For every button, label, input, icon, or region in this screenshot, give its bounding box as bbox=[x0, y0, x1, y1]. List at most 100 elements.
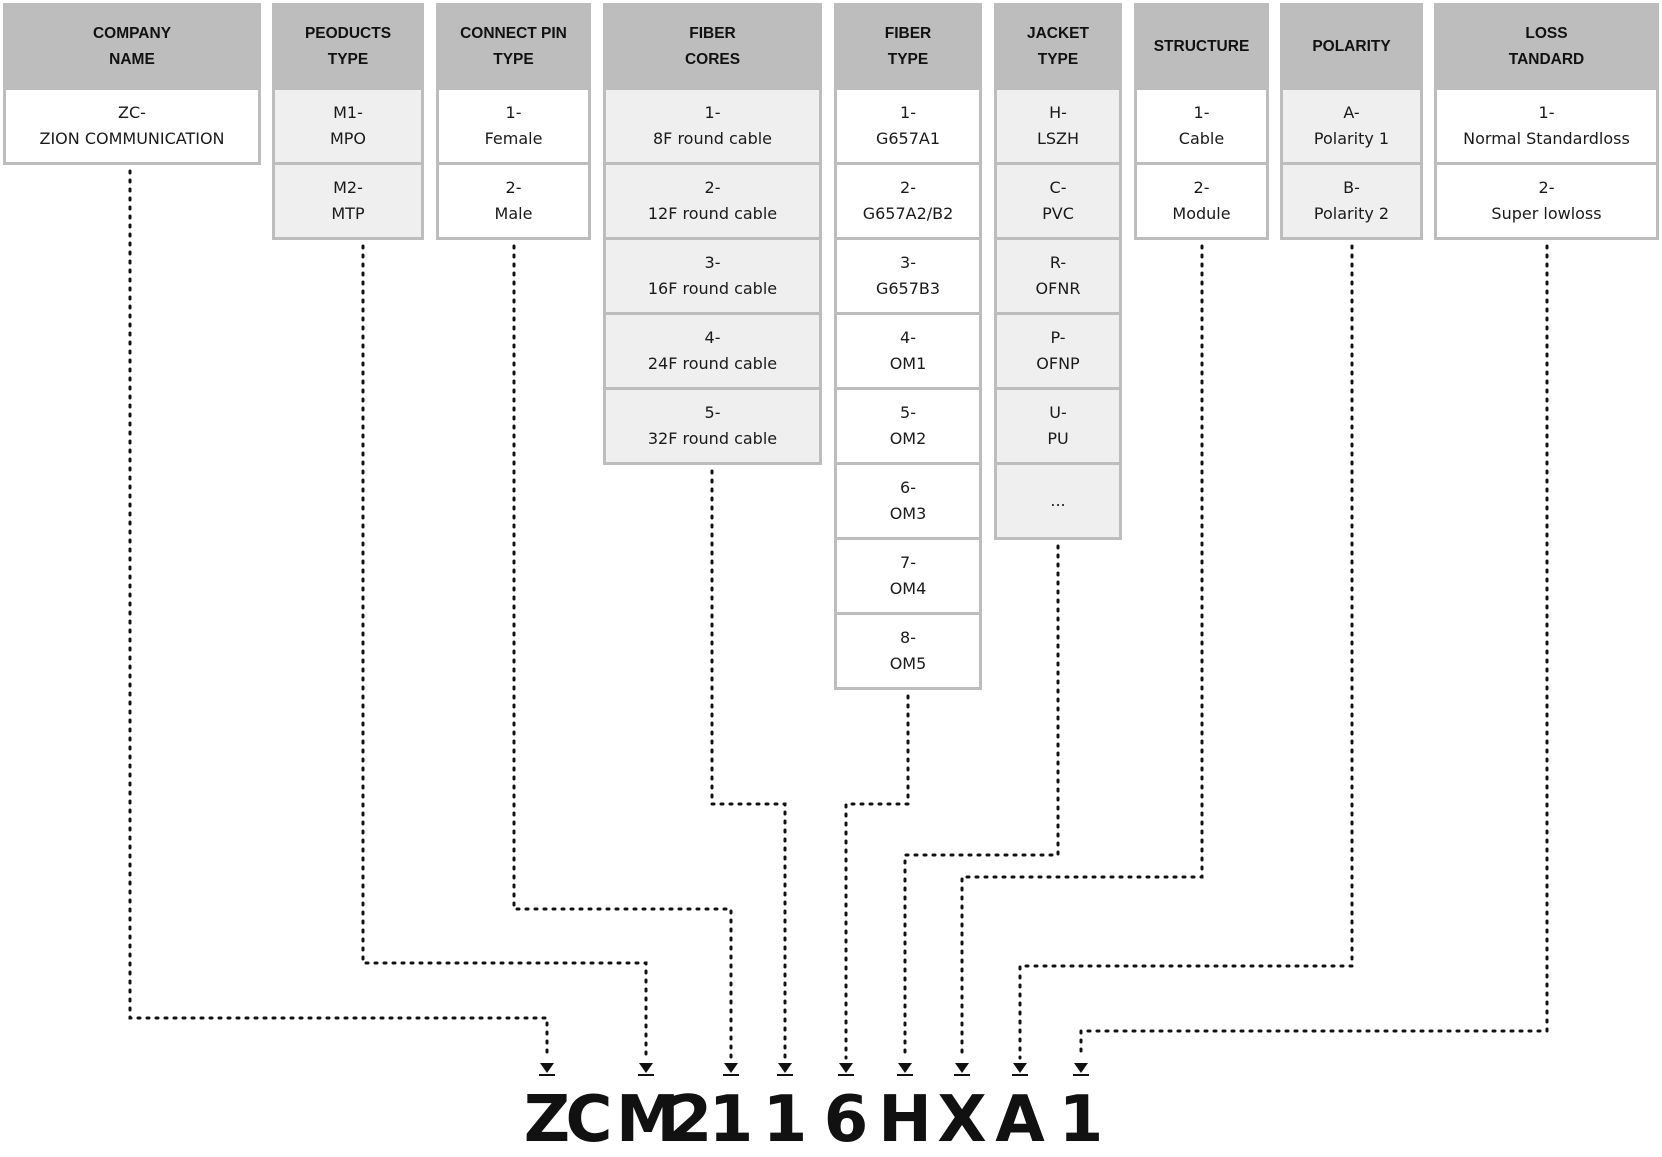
code-letter: 1 bbox=[762, 1083, 808, 1157]
header-line: TANDARD bbox=[1508, 50, 1585, 68]
code-letter: C bbox=[565, 1083, 613, 1157]
header-line: PEODUCTS bbox=[304, 24, 392, 42]
connector-line-fiber bbox=[844, 694, 910, 1060]
option-label: Normal Standardloss bbox=[1463, 129, 1630, 148]
option-code: 2- bbox=[1193, 178, 1210, 197]
code-letter: 2 bbox=[667, 1083, 713, 1157]
option-label: Male bbox=[494, 204, 533, 223]
option-cell: U-PU bbox=[997, 390, 1119, 465]
header-line: POLARITY bbox=[1312, 37, 1391, 55]
arrowhead-icon bbox=[898, 1063, 912, 1073]
option-code: M1- bbox=[333, 103, 363, 122]
option-label: ZION COMMUNICATION bbox=[39, 129, 225, 148]
header-line: CONNECT PIN bbox=[460, 24, 567, 42]
option-code: 2- bbox=[704, 178, 721, 197]
option-code: 1- bbox=[1538, 103, 1555, 122]
column-header-structure: STRUCTURE bbox=[1134, 3, 1269, 90]
option-cell: 2- Super lowloss bbox=[1437, 165, 1656, 237]
option-label: 12F round cable bbox=[647, 204, 778, 223]
option-code: 2- bbox=[1538, 178, 1555, 197]
connector-line-jacket bbox=[903, 544, 1060, 1060]
option-code: 2- bbox=[900, 178, 916, 197]
option-code: 3- bbox=[900, 253, 916, 272]
connector-line-structure bbox=[960, 244, 1204, 1060]
option-code: 3- bbox=[704, 253, 721, 272]
option-code: 6- bbox=[900, 478, 916, 497]
option-cell: 2- 12F round cable bbox=[606, 165, 819, 240]
code-letter: 6 bbox=[823, 1083, 869, 1157]
option-label: OM1 bbox=[889, 354, 927, 373]
option-label: PU bbox=[1047, 429, 1069, 448]
option-code: B- bbox=[1343, 178, 1360, 197]
header-line: COMPANY bbox=[92, 24, 172, 42]
option-cell: ... bbox=[997, 465, 1119, 537]
option-code: 1- bbox=[900, 103, 916, 122]
option-code: 4- bbox=[900, 328, 916, 347]
header-line: TYPE bbox=[493, 50, 534, 68]
option-cell: 1-Cable bbox=[1137, 90, 1266, 165]
code-letter: H bbox=[878, 1083, 932, 1157]
option-code: H- bbox=[1049, 103, 1067, 122]
connector-line-product bbox=[361, 244, 648, 1060]
column-header-jacket: JACKET TYPE bbox=[994, 3, 1122, 90]
code-letter: M bbox=[616, 1083, 680, 1157]
option-cell: 2- Male bbox=[439, 165, 588, 237]
connector-line-polarity bbox=[1018, 244, 1354, 1060]
option-cell: 2-Module bbox=[1137, 165, 1266, 237]
code-letter: A bbox=[995, 1083, 1045, 1157]
header-line: STRUCTURE bbox=[1153, 37, 1250, 55]
header-line: JACKET bbox=[1026, 24, 1089, 42]
option-label: G657B3 bbox=[875, 279, 941, 298]
connector-line-pin bbox=[512, 244, 733, 1060]
option-cell: R-OFNR bbox=[997, 240, 1119, 315]
header-line: TYPE bbox=[327, 50, 369, 68]
arrowhead-icon bbox=[778, 1063, 792, 1073]
option-label: Super lowloss bbox=[1491, 204, 1602, 223]
option-label: 24F round cable bbox=[647, 354, 778, 373]
option-code: C- bbox=[1049, 178, 1067, 197]
code-letter: X bbox=[937, 1083, 987, 1157]
arrowhead-icon bbox=[639, 1063, 653, 1073]
option-code: M2- bbox=[333, 178, 363, 197]
option-label: LSZH bbox=[1036, 129, 1080, 148]
option-cell: 2- G657A2/B2 bbox=[837, 165, 979, 240]
option-label: Polarity 1 bbox=[1313, 129, 1390, 148]
option-label: 8F round cable bbox=[652, 129, 773, 148]
header-line: TYPE bbox=[1037, 50, 1079, 68]
option-cell: 1- Normal Standardloss bbox=[1437, 90, 1656, 165]
column-loss: LOSS TANDARD 1- Normal Standardloss 2- Super … bbox=[1434, 3, 1659, 240]
option-label: ... bbox=[1050, 491, 1066, 510]
code-letter: Z bbox=[523, 1083, 571, 1157]
option-code: 2- bbox=[505, 178, 522, 197]
option-cell: 4-24F round cable bbox=[606, 315, 819, 390]
option-code: 1- bbox=[704, 103, 721, 122]
option-label: 32F round cable bbox=[647, 429, 778, 448]
option-label: OM5 bbox=[889, 654, 927, 673]
option-cell: M1-MPO bbox=[275, 90, 421, 165]
option-cell: 8-OM5 bbox=[837, 615, 979, 687]
header-line: CORES bbox=[684, 50, 741, 68]
header-line: FIBER bbox=[689, 24, 736, 42]
option-label: G657A2/B2 bbox=[862, 204, 954, 223]
option-label: OFNP bbox=[1036, 354, 1080, 373]
code-letter: 1 bbox=[708, 1083, 754, 1157]
option-cell: A-Polarity 1 bbox=[1283, 90, 1420, 165]
option-cell: M2-MTP bbox=[275, 165, 421, 237]
connector-line-loss bbox=[1079, 244, 1549, 1060]
option-label: 16F round cable bbox=[647, 279, 778, 298]
option-cell: B-Polarity 2 bbox=[1283, 165, 1420, 237]
option-cell: 1-Female bbox=[439, 90, 588, 165]
option-cell: 6-OM3 bbox=[837, 465, 979, 540]
option-label: Cable bbox=[1178, 129, 1225, 148]
option-cell: 3- G657B3 bbox=[837, 240, 979, 315]
option-cell: C-PVC bbox=[997, 165, 1119, 240]
option-label: G657A1 bbox=[875, 129, 941, 148]
header-line: LOSS bbox=[1525, 24, 1568, 42]
